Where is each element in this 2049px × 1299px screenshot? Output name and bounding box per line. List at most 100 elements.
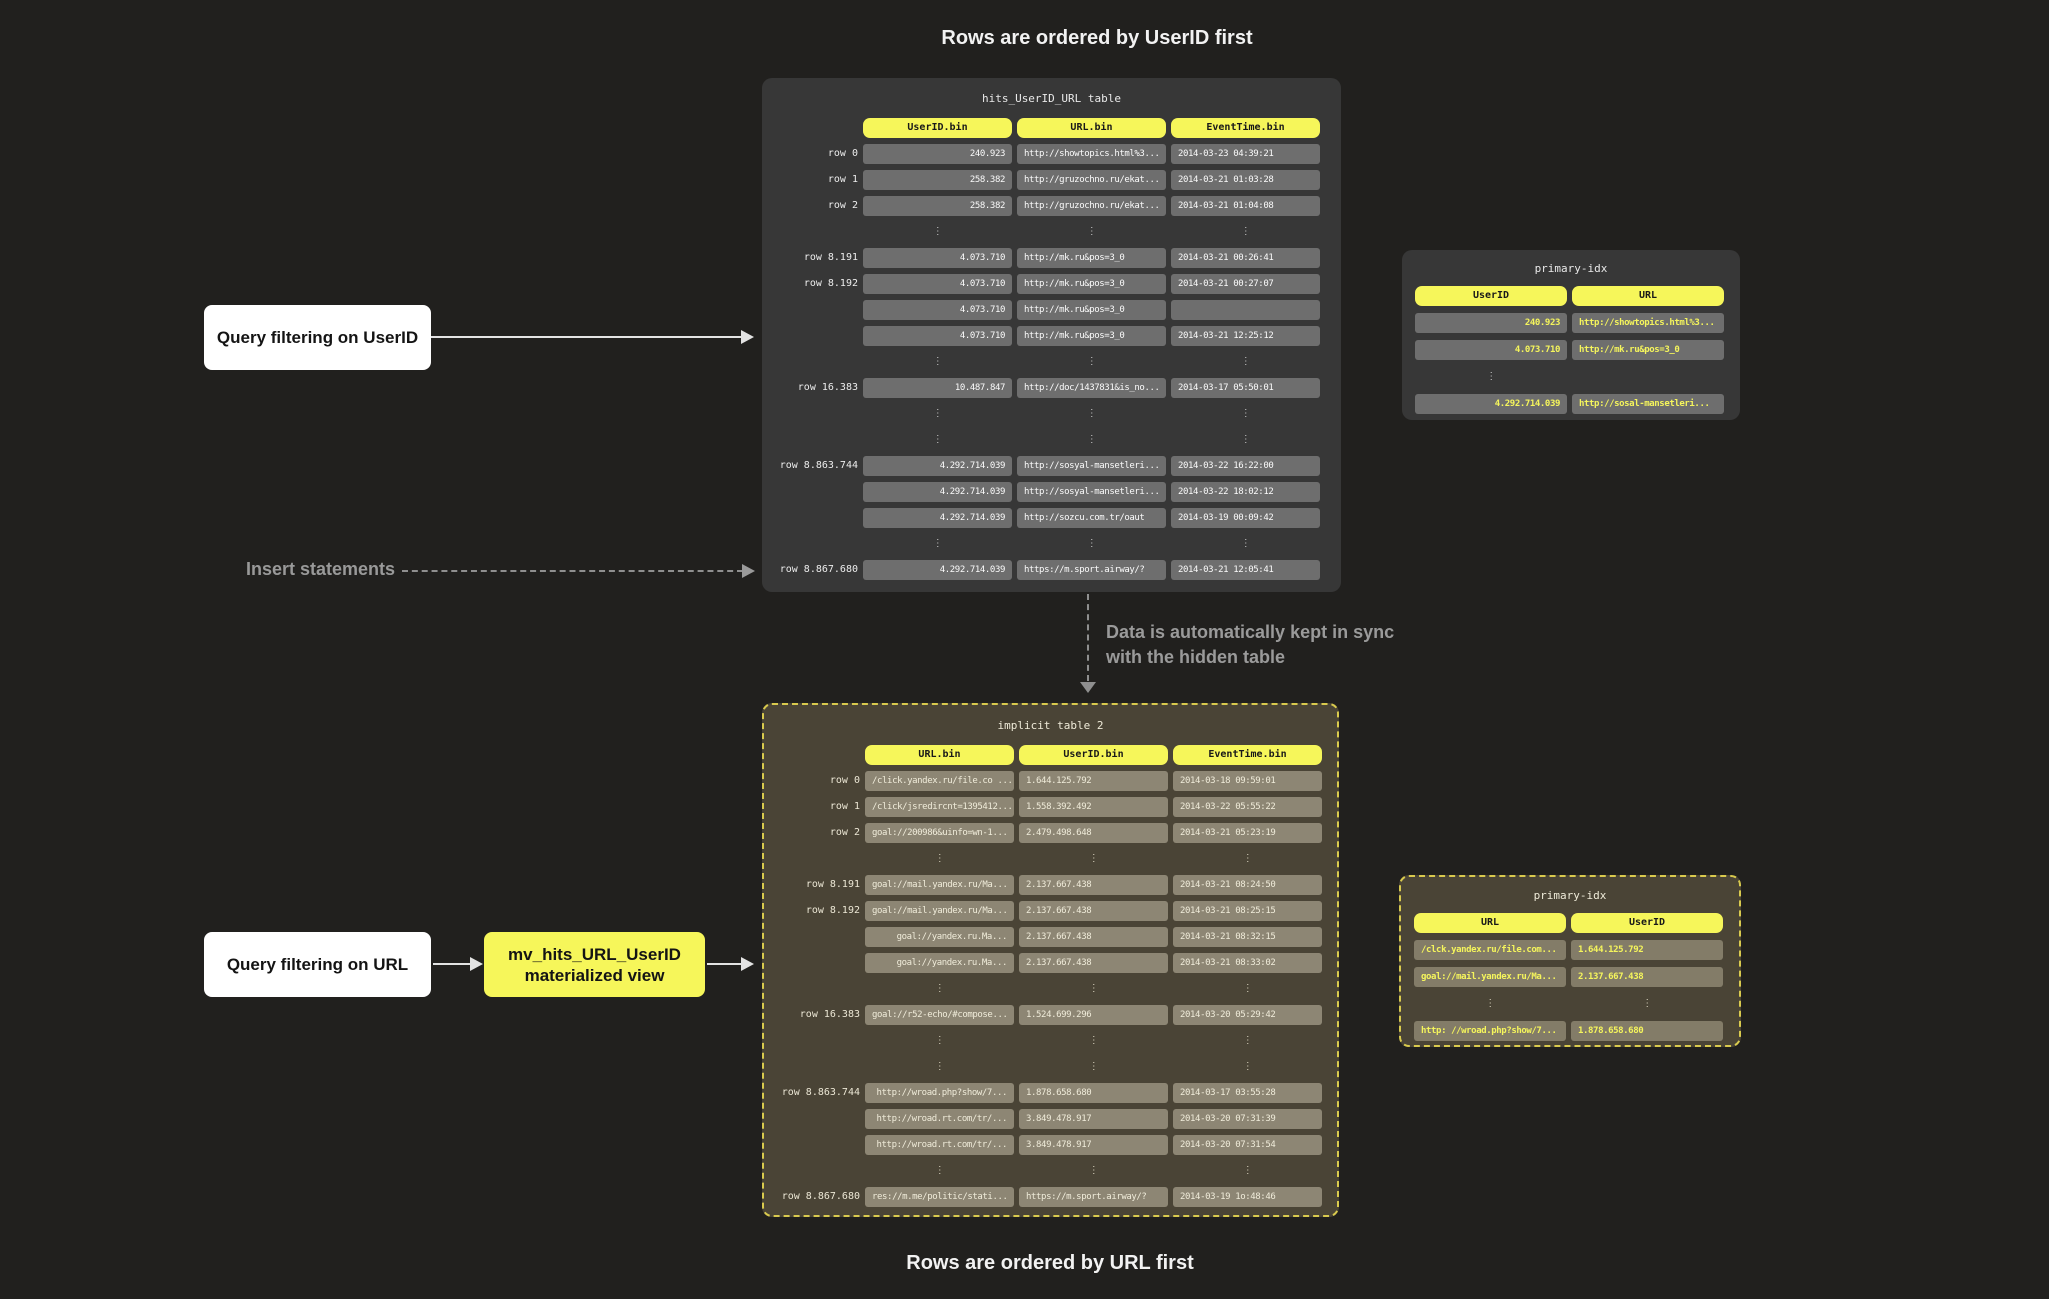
table-cell: 4.073.710 <box>863 274 1012 294</box>
ellipsis-dots: ⋮ <box>1086 356 1097 367</box>
row-label <box>768 927 860 947</box>
table-row: row 1/click/jsredircnt=1395412...1.558.3… <box>764 797 1337 817</box>
table-cell: 2014-03-20 07:31:39 <box>1173 1109 1322 1129</box>
table-cell: http://sosyal-mansetleri... <box>1017 456 1166 476</box>
insert-statements-label: Insert statements <box>246 559 396 579</box>
table-cell: 4.073.710 <box>863 326 1012 346</box>
sync-arrowhead-icon <box>1080 682 1096 693</box>
table-cell: 2014-03-21 01:04:08 <box>1171 196 1320 216</box>
table-cell: http://mk.ru&pos=3_0 <box>1017 248 1166 268</box>
row-label <box>766 508 858 528</box>
row-label: row 8.191 <box>803 252 858 263</box>
table-cell: 2014-03-21 00:27:07 <box>1171 274 1320 294</box>
row-label <box>766 482 858 502</box>
row-label: row 8.863.744 <box>781 1087 860 1098</box>
table-row: ⋮⋮⋮ <box>764 1161 1337 1181</box>
ellipsis-dots: ⋮ <box>1242 1035 1253 1046</box>
table-cell: http://showtopics.html%3... <box>1017 144 1166 164</box>
top-title: Rows are ordered by UserID first <box>941 27 1253 49</box>
table-cell: 4.073.710 <box>863 248 1012 268</box>
column-header: URL.bin <box>865 745 1014 765</box>
ellipsis-dots: ⋮ <box>934 1061 945 1072</box>
table-cell: 2014-03-22 05:55:22 <box>1173 797 1322 817</box>
table-cell: /clck.yandex.ru/file.com... <box>1414 940 1566 960</box>
row-label <box>766 430 858 450</box>
column-header: UserID.bin <box>863 118 1012 138</box>
ellipsis-dots: ⋮ <box>1240 434 1251 445</box>
table-title: primary-idx <box>1534 262 1608 275</box>
ellipsis-dots: ⋮ <box>934 1035 945 1046</box>
ellipsis-dots: ⋮ <box>1486 371 1496 382</box>
row-label: row 8.863.744 <box>779 460 858 471</box>
ellipsis-dots: ⋮ <box>1086 408 1097 419</box>
ellipsis-dots <box>1572 367 1724 387</box>
table-cell: 4.292.714.039 <box>863 482 1012 502</box>
row-label: row 0 <box>827 148 858 159</box>
table-row: ⋮⋮ <box>1401 994 1739 1014</box>
table-cell: http://mk.ru&pos=3_0 <box>1017 300 1166 320</box>
sync-note: Data is automatically kept in sync with … <box>1106 620 1394 670</box>
table-row: goal://mail.yandex.ru/Ma...2.137.667.438 <box>1401 967 1739 987</box>
column-header: UserID.bin <box>1019 745 1168 765</box>
table-cell: https://m.sport.airway/? <box>1019 1187 1168 1207</box>
column-header: UserID <box>1415 286 1567 306</box>
ellipsis-dots: ⋮ <box>932 434 943 445</box>
table-title: implicit table 2 <box>997 719 1104 732</box>
table-cell: 2014-03-22 18:02:12 <box>1171 482 1320 502</box>
table-cell: 2014-03-23 04:39:21 <box>1171 144 1320 164</box>
table-cell: 1.878.658.680 <box>1571 1021 1723 1041</box>
table-cell: 3.849.478.917 <box>1019 1135 1168 1155</box>
table-title: hits_UserID_URL table <box>981 92 1122 105</box>
table-cell: http://sosal-mansetleri... <box>1572 394 1724 414</box>
insert-arrowhead-icon <box>742 564 755 578</box>
table-cell: 2014-03-21 08:24:50 <box>1173 875 1322 895</box>
materialized-view-subtitle: materialized view <box>524 965 665 985</box>
table-cell: 2014-03-21 08:32:15 <box>1173 927 1322 947</box>
table-cell: 258.382 <box>863 196 1012 216</box>
table-cell: http://doc/1437831&is_no... <box>1017 378 1166 398</box>
column-header: URL <box>1414 913 1566 933</box>
table-cell: 2014-03-21 05:23:19 <box>1173 823 1322 843</box>
table-cell: 2014-03-19 1o:48:46 <box>1173 1187 1322 1207</box>
ellipsis-dots: ⋮ <box>1240 226 1251 237</box>
table-cell: /click/jsredircnt=1395412... <box>865 797 1014 817</box>
row-label: row 8.192 <box>805 905 860 916</box>
ellipsis-dots: ⋮ <box>932 226 943 237</box>
ellipsis-dots: ⋮ <box>1242 1061 1253 1072</box>
ellipsis-dots: ⋮ <box>1240 538 1251 549</box>
column-header: URL.bin <box>1017 118 1166 138</box>
table-cell: http://wroad.php?show/7... <box>865 1083 1014 1103</box>
ellipsis-dots: ⋮ <box>1242 1165 1253 1176</box>
table-row: ⋮⋮⋮ <box>764 979 1337 999</box>
row-label <box>768 1109 860 1129</box>
row-label: row 1 <box>827 174 858 185</box>
table-cell: 240.923 <box>863 144 1012 164</box>
table-cell: 2.137.667.438 <box>1019 953 1168 973</box>
column-header: EventTime.bin <box>1171 118 1320 138</box>
table-cell: 4.292.714.039 <box>1415 394 1567 414</box>
ellipsis-dots: ⋮ <box>1088 1035 1099 1046</box>
table-cell: https://m.sport.airway/? <box>1017 560 1166 580</box>
query-url-arrowhead-icon <box>470 957 483 971</box>
sync-note-line2: with the hidden table <box>1106 647 1285 667</box>
table-row: ⋮⋮⋮ <box>762 430 1341 450</box>
